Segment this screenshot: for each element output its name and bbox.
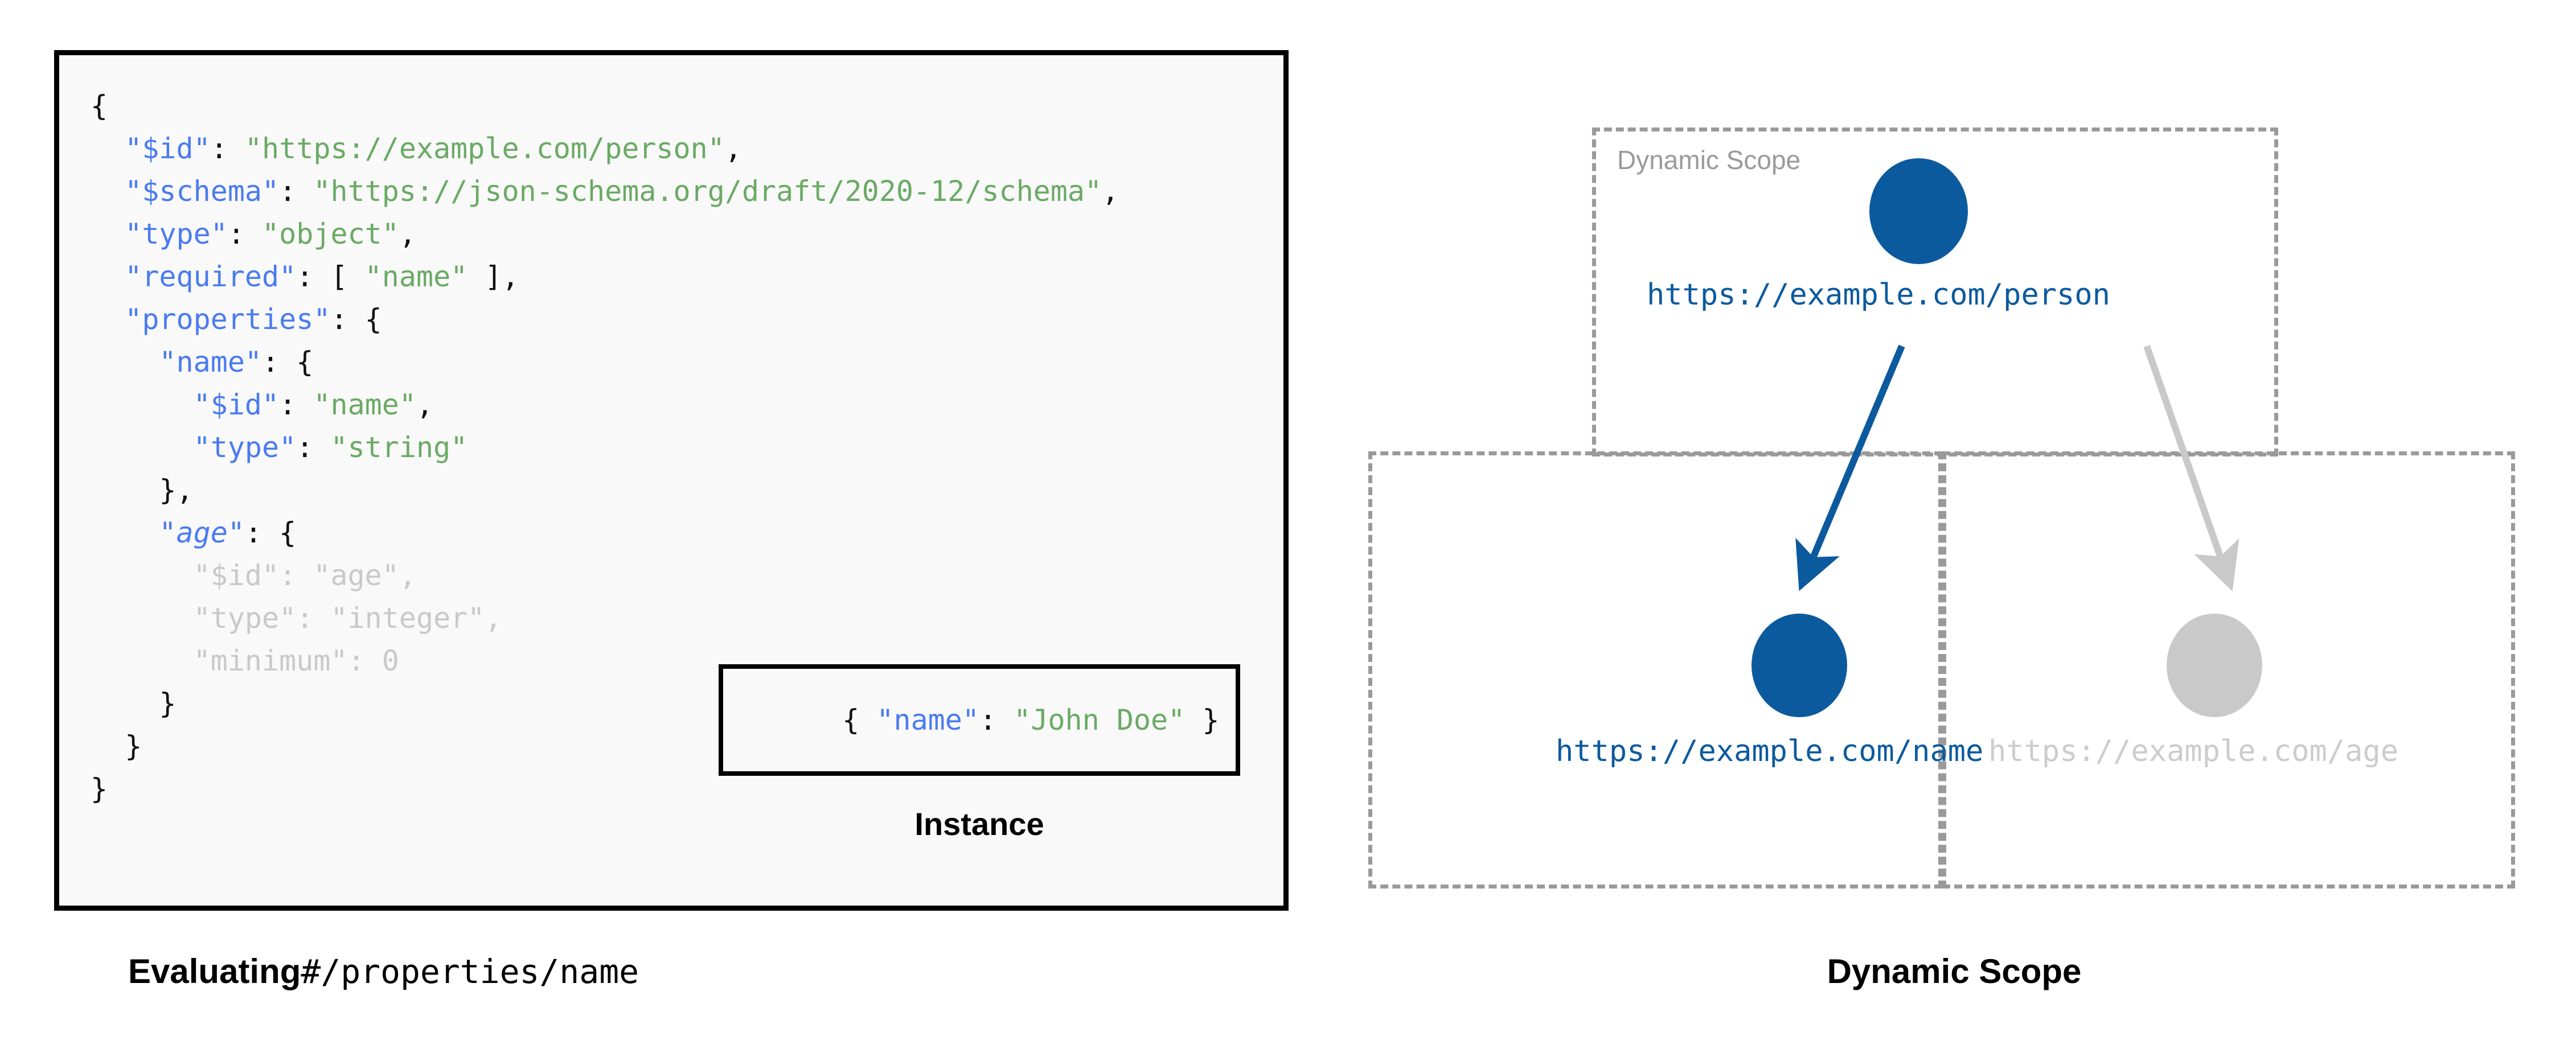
code-token: "name" xyxy=(313,388,416,421)
code-line: "minimum": 0 xyxy=(91,640,1119,682)
code-token: "type" xyxy=(193,431,297,464)
instance-value: "John Doe" xyxy=(1014,704,1186,737)
code-token: ], xyxy=(467,260,519,293)
instance-open-brace: { xyxy=(842,704,877,737)
code-token: : xyxy=(227,217,262,250)
instance-code-line: { "name": "John Doe" } xyxy=(740,671,1220,770)
left-figure-caption: Evaluating#/properties/name xyxy=(54,952,1289,991)
code-token: "$id" xyxy=(193,559,280,592)
left-caption-bold: Evaluating xyxy=(128,952,301,990)
code-line: "$id": "age", xyxy=(91,554,1119,597)
code-token: } xyxy=(91,772,108,805)
schema-panel: { "$id": "https://example.com/person", "… xyxy=(54,50,1289,991)
code-token: "age" xyxy=(313,559,399,592)
code-line: } xyxy=(91,682,1119,725)
code-token: 0 xyxy=(382,644,399,677)
code-line: "type": "object", xyxy=(91,213,1119,256)
code-token: { xyxy=(91,89,108,122)
code-token: : xyxy=(296,431,331,464)
node-name-circle xyxy=(1751,614,1847,717)
code-token: : xyxy=(279,559,314,592)
code-token: "type" xyxy=(193,602,297,635)
right-figure-caption: Dynamic Scope xyxy=(1827,952,2082,990)
left-caption-pointer: #/properties/name xyxy=(301,952,639,991)
code-token: "$id" xyxy=(193,388,280,421)
scope-box-root-label: Dynamic Scope xyxy=(1617,145,1801,175)
instance-colon: : xyxy=(979,704,1014,737)
node-age-circle xyxy=(2167,614,2262,717)
code-token: : [ xyxy=(296,260,365,293)
code-line: { xyxy=(91,85,1119,127)
code-line: } xyxy=(91,725,1119,768)
code-token: "string" xyxy=(330,431,468,464)
code-token: , xyxy=(399,217,416,250)
code-token: "name" xyxy=(364,260,468,293)
code-token: , xyxy=(399,559,416,592)
code-token: "object" xyxy=(262,217,399,250)
code-token: "$id" xyxy=(125,132,211,165)
code-token: "type" xyxy=(125,217,228,250)
code-token: "required" xyxy=(125,260,297,293)
code-token: : xyxy=(210,132,245,165)
code-token: : xyxy=(296,602,331,635)
code-token: : { xyxy=(244,516,297,549)
code-token: , xyxy=(485,602,502,635)
node-age-label: https://example.com/age xyxy=(1988,734,2399,768)
instance-box: { "name": "John Doe" } xyxy=(719,664,1240,776)
code-token: } xyxy=(125,730,142,763)
instance-caption: Instance xyxy=(914,806,1044,842)
code-token: , xyxy=(724,132,742,165)
code-line: "type": "string" xyxy=(91,426,1119,469)
code-token: "minimum" xyxy=(193,644,348,677)
instance-close-brace: } xyxy=(1185,704,1220,737)
code-line: } xyxy=(91,768,1119,811)
code-token: "name" xyxy=(159,345,262,379)
code-line: "$id": "name", xyxy=(91,384,1119,426)
schema-code-box: { "$id": "https://example.com/person", "… xyxy=(54,50,1289,911)
schema-code-listing: { "$id": "https://example.com/person", "… xyxy=(91,85,1119,811)
code-line: "age": { xyxy=(91,512,1119,554)
code-line: "required": [ "name" ], xyxy=(91,256,1119,298)
code-token: : xyxy=(347,644,382,677)
node-name-label: https://example.com/name xyxy=(1556,734,1984,768)
code-token: "https://json-schema.org/draft/2020-12/s… xyxy=(313,175,1102,208)
code-token: "https://example.com/person" xyxy=(244,132,725,165)
code-token: } xyxy=(159,687,177,720)
dynamic-scope-panel: Dynamic Scope https://example.com/person… xyxy=(1332,0,2576,1053)
code-token: "$schema" xyxy=(125,175,280,208)
code-token: "properties" xyxy=(125,303,331,336)
code-line: "type": "integer", xyxy=(91,597,1119,640)
code-token: , xyxy=(1102,175,1119,208)
code-token: : xyxy=(279,388,314,421)
code-token: , xyxy=(416,388,434,421)
scope-box-name xyxy=(1368,451,1942,889)
code-token: : { xyxy=(262,345,314,379)
node-person-label: https://example.com/person xyxy=(1647,278,2110,312)
code-line: "name": { xyxy=(91,341,1119,384)
code-line: }, xyxy=(91,469,1119,512)
instance-key: "name" xyxy=(876,704,979,737)
code-token: }, xyxy=(159,474,194,507)
code-token: : xyxy=(279,175,314,208)
code-line: "properties": { xyxy=(91,298,1119,341)
code-line: "$schema": "https://json-schema.org/draf… xyxy=(91,170,1119,213)
node-person-circle xyxy=(1869,158,1968,264)
code-token: : { xyxy=(330,303,382,336)
code-token: "age" xyxy=(159,516,245,549)
code-line: "$id": "https://example.com/person", xyxy=(91,127,1119,170)
code-token: "integer" xyxy=(330,602,485,635)
